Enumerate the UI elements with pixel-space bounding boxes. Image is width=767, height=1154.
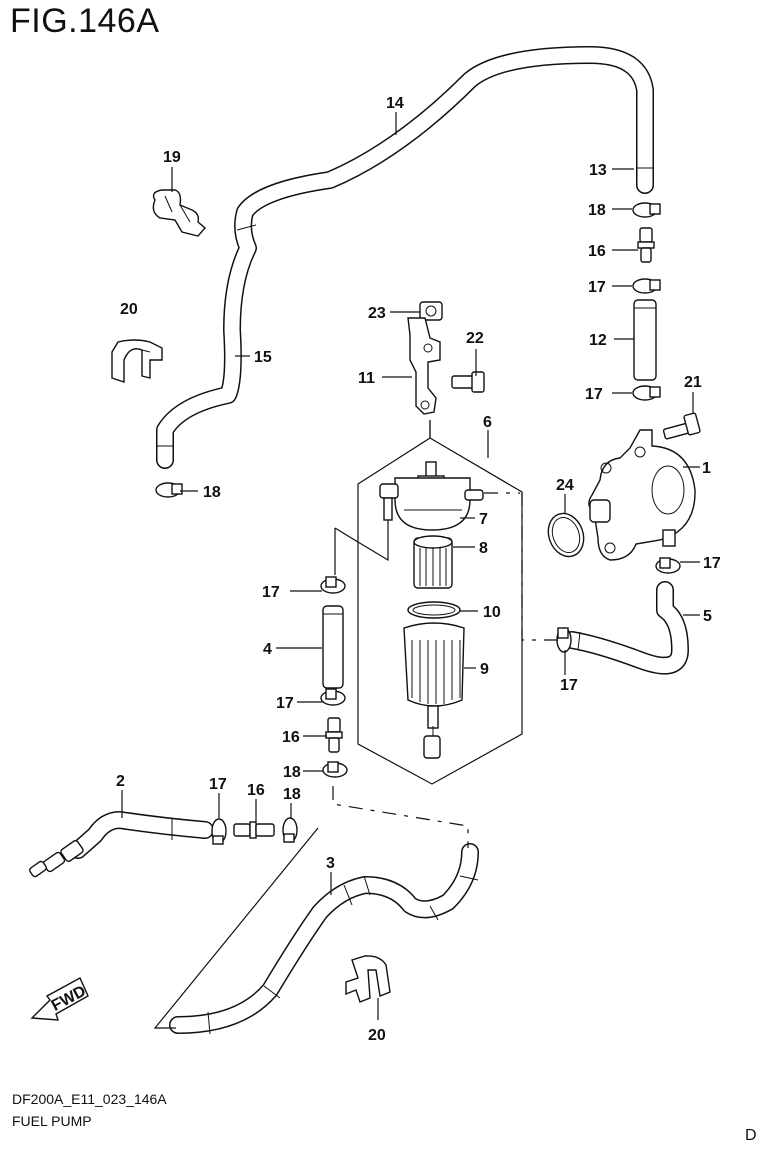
joint-16-left [325,717,343,753]
clamp-17-right-upper [632,278,661,294]
callout-24: 24 [556,477,574,494]
callout-3: 3 [326,855,335,872]
o-ring-10 [407,601,461,619]
clip-19 [152,189,206,237]
callout-14: 14 [386,95,404,112]
joint-16-right [637,227,655,263]
clamp-17-lower [211,818,227,845]
bolt-21 [662,412,701,440]
callout-17-d: 17 [262,584,280,601]
filter-head-7 [379,461,484,531]
callout-18-c: 18 [283,764,301,781]
o-ring-24 [547,512,585,558]
callout-17-g: 17 [209,776,227,793]
leader-lines [121,112,700,1029]
callout-8: 8 [479,540,488,557]
callout-7: 7 [479,511,488,528]
hose-14-15 [156,46,654,469]
callout-18-b: 18 [203,484,221,501]
hose-3 [169,843,479,1035]
callout-1: 1 [702,460,711,477]
callout-17-e: 17 [560,677,578,694]
callout-4: 4 [263,641,272,658]
callout-17-f: 17 [276,695,294,712]
clip-20-lower [345,955,391,1003]
callout-13: 13 [589,162,607,179]
hose-4 [322,605,344,689]
callout-5: 5 [703,608,712,625]
callout-16-right: 16 [588,243,606,260]
clamp-17-left-upper [320,576,346,594]
clamp-17-right-lower [632,385,661,401]
callout-12: 12 [589,332,607,349]
hose-5 [563,581,689,675]
bracket-11 [407,317,441,415]
filter-element-8 [413,535,453,589]
fuel-pump-1 [588,429,696,561]
clamp-17-pump [655,557,681,574]
callout-10: 10 [483,604,501,621]
clamp-18-left [155,482,183,498]
callout-18-d: 18 [283,786,301,803]
callout-16-left: 16 [282,729,300,746]
clip-20-upper [111,339,163,383]
callout-20-upper: 20 [120,301,138,318]
callout-19: 19 [163,149,181,166]
callout-21: 21 [684,374,702,391]
nut-23 [419,301,443,321]
callout-22: 22 [466,330,484,347]
corner-mark: D [745,1127,757,1144]
clamp-18-left-lower [322,761,348,778]
clamp-17-hose5 [556,627,572,653]
callout-6: 6 [483,414,492,431]
filter-cup-9 [403,622,465,759]
callout-16-lower: 16 [247,782,265,799]
callout-2: 2 [116,773,125,790]
figure-code: DF200A_E11_023_146A [12,1091,167,1107]
callout-17-c: 17 [703,555,721,572]
callout-11: 11 [358,370,375,387]
callout-9: 9 [480,661,489,678]
hose-2 [29,811,214,878]
clamp-18-right [632,202,661,218]
callout-17-a: 17 [588,279,606,296]
callout-18-a: 18 [588,202,606,219]
joint-16-lower [233,821,275,839]
clamp-18-lower [282,817,298,843]
callout-17-b: 17 [585,386,603,403]
bolt-22 [451,371,485,393]
figure-title: FIG.146A [10,2,160,40]
callout-15: 15 [254,349,272,366]
figure-name: FUEL PUMP [12,1113,92,1129]
fwd-arrow-icon: FWD [30,977,89,1021]
callout-labels: 1 2 3 4 5 6 7 8 9 10 11 12 13 14 15 16 1… [116,95,721,1044]
callout-23: 23 [368,305,386,322]
clamp-17-left-lower [320,688,346,706]
callout-20-lower: 20 [368,1027,386,1044]
hose-12 [633,299,657,381]
